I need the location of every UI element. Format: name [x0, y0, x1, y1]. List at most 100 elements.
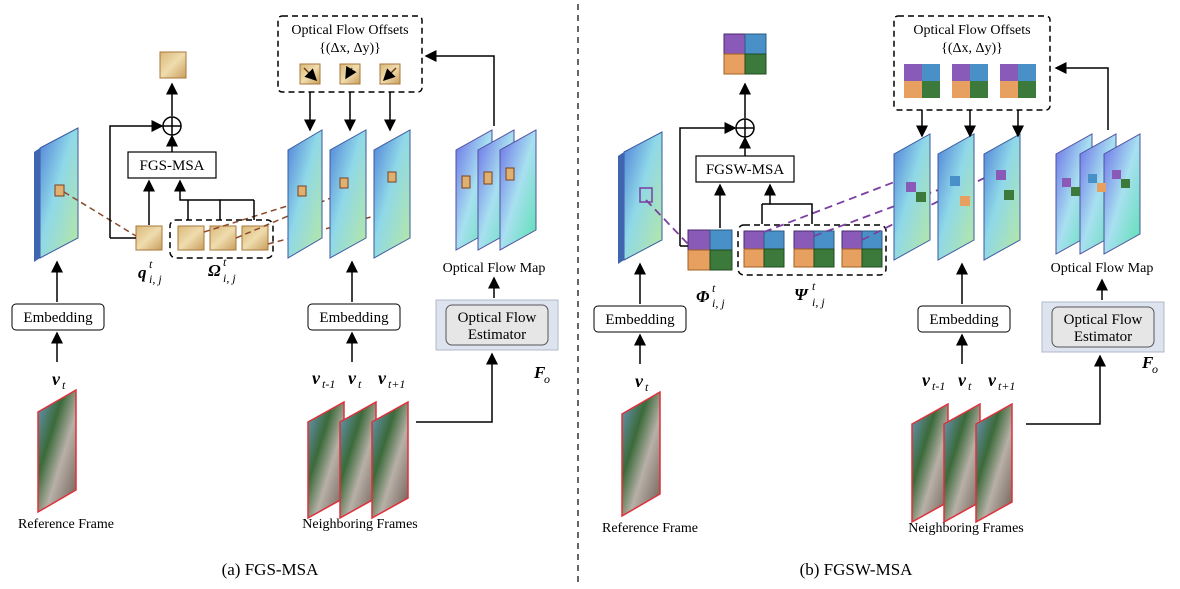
arrow-frames-to-estimator	[416, 352, 498, 423]
estimator-box	[1051, 306, 1155, 348]
estimator-line-1: Optical Flow	[1064, 312, 1143, 328]
offset-window	[1000, 64, 1036, 98]
embedding-label-nb: Embedding	[319, 310, 389, 326]
fgs-msa-box	[127, 151, 217, 179]
keys-group-box	[737, 224, 887, 276]
optical-flow-map	[1055, 133, 1141, 255]
neighbor-feature-maps	[287, 129, 411, 259]
v-nb-1: v	[922, 370, 931, 390]
offset-window	[904, 64, 940, 98]
flow-map-label: Optical Flow Map	[1051, 261, 1154, 276]
dashed-link	[813, 183, 955, 237]
v-nb-2: v	[958, 370, 967, 390]
estimator-line-1: Optical Flow	[458, 310, 537, 326]
keys-symbol: Ψ	[794, 285, 809, 304]
v-nb-2: v	[348, 368, 357, 388]
neighboring-frames-images	[911, 402, 1013, 524]
keys-group-box	[169, 219, 274, 259]
keys-sub: i, j	[223, 271, 236, 285]
fo-symbol: F	[1141, 353, 1154, 372]
dashed-link	[203, 201, 301, 233]
reference-frame-label: Reference Frame	[18, 517, 114, 532]
v-nb-3: v	[378, 368, 387, 388]
fgsw-msa-label: FGSW-MSA	[706, 162, 785, 178]
neighboring-frames-images	[307, 400, 409, 520]
fo-sub: o	[1152, 362, 1158, 376]
query-sup: t	[712, 281, 716, 295]
caption-left: (a) FGS-MSA	[222, 560, 320, 579]
query-symbol: Φ	[696, 287, 710, 306]
offset-patch	[339, 63, 361, 85]
panel-left: Embedding v t Reference Frame q t i, j Ω…	[11, 15, 559, 579]
key-window	[743, 230, 785, 268]
v-nb-3-sub: t+1	[998, 379, 1015, 393]
neighboring-frames-label: Neighboring Frames	[908, 521, 1023, 536]
ref-feature-map	[618, 131, 663, 264]
residual-path	[109, 120, 164, 238]
estimator-line-2: Estimator	[1074, 329, 1132, 345]
neighbor-feature-maps	[893, 133, 1021, 261]
offset-window	[952, 64, 988, 98]
reference-frame-label: Reference Frame	[602, 521, 698, 536]
offsets-title: Optical Flow Offsets	[913, 23, 1030, 38]
v-nb-2-sub: t	[968, 379, 972, 393]
query-sup: t	[149, 257, 153, 271]
fo-sub: o	[544, 372, 550, 386]
keys-symbol: Ω	[208, 261, 221, 280]
embedding-box-nb	[307, 303, 401, 331]
residual-path	[679, 122, 737, 246]
arrow-flowmap-to-offsets	[1054, 62, 1109, 130]
keys-sup: t	[812, 279, 816, 293]
ref-feature-map	[34, 127, 79, 262]
v-nb-3-sub: t+1	[388, 377, 405, 391]
fo-symbol: F	[533, 363, 546, 382]
optical-flow-map	[455, 129, 537, 251]
arrow-keys-to-msa	[764, 183, 813, 224]
fgsw-msa-box	[695, 155, 795, 183]
query-window	[687, 229, 733, 271]
dashed-link	[645, 199, 689, 245]
panel-right: Embedding v t Reference Frame Φ t i, j	[593, 15, 1165, 579]
v-nb-3: v	[988, 370, 997, 390]
caption-right: (b) FGSW-MSA	[800, 560, 914, 579]
reference-frame-image	[37, 388, 77, 514]
query-sub: i, j	[712, 296, 725, 310]
query-symbol: q	[138, 263, 147, 282]
estimator-box	[445, 304, 549, 346]
query-sub: i, j	[149, 272, 162, 286]
arrow-frames-to-estimator	[1026, 354, 1106, 425]
output-patch	[159, 51, 187, 79]
embedding-box-nb	[917, 305, 1011, 333]
estimator-line-2: Estimator	[468, 327, 526, 343]
v-ref-symbol: v	[635, 371, 644, 391]
flow-map-label: Optical Flow Map	[443, 261, 546, 276]
reference-frame-image	[621, 390, 661, 518]
arrow-flowmap-to-offsets	[424, 50, 495, 126]
v-nb-2-sub: t	[358, 377, 362, 391]
keys-sub: i, j	[812, 295, 825, 309]
v-nb-1-sub: t-1	[322, 377, 335, 391]
query-patch	[135, 225, 163, 251]
key-window	[793, 230, 835, 268]
arrow-keys-to-msa	[174, 179, 221, 220]
embedding-box-ref	[593, 305, 687, 333]
offsets-formula: {(Δx, Δy)}	[319, 41, 381, 56]
output-window	[723, 33, 767, 75]
v-nb-1-sub: t-1	[932, 379, 945, 393]
neighboring-frames-label: Neighboring Frames	[302, 517, 417, 532]
dashed-link	[63, 191, 137, 237]
embedding-box-ref	[11, 303, 105, 331]
dashed-link	[763, 175, 911, 233]
v-ref-symbol: v	[52, 369, 61, 389]
fgs-msa-label: FGS-MSA	[139, 158, 204, 174]
embedding-label-nb: Embedding	[929, 312, 999, 328]
keys-sup: t	[223, 255, 227, 269]
key-patch	[209, 225, 237, 251]
offsets-title: Optical Flow Offsets	[291, 23, 408, 38]
v-ref-sub: t	[645, 380, 649, 394]
key-patch	[177, 225, 205, 251]
key-patch	[241, 225, 269, 251]
v-ref-sub: t	[62, 378, 66, 392]
key-window	[841, 230, 883, 268]
